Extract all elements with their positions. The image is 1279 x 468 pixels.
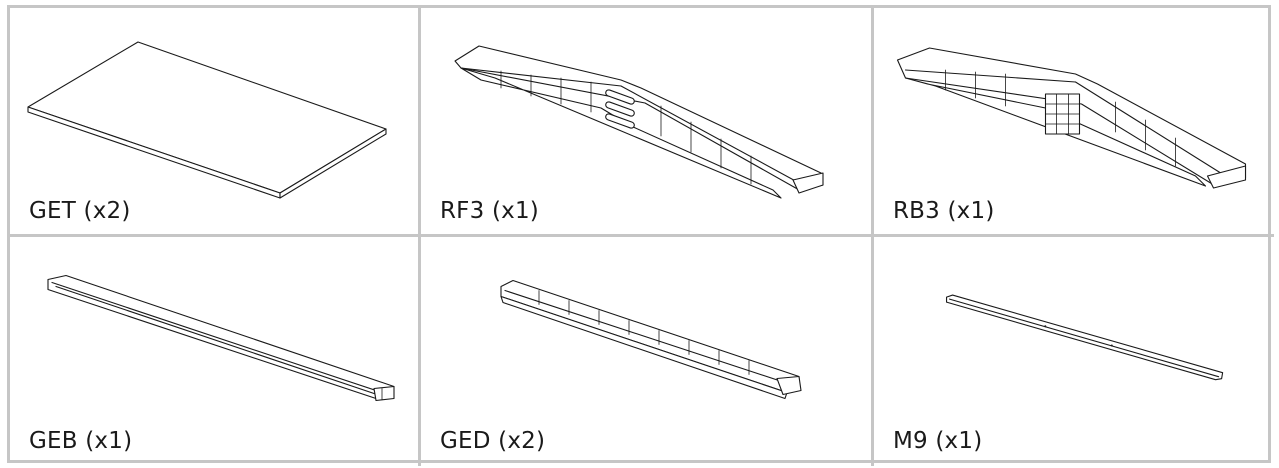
part-label: RF3 (x1) bbox=[440, 198, 539, 224]
part-label: GEB (x1) bbox=[29, 428, 133, 454]
part-cell-rb3: RB3 (x1) bbox=[874, 8, 1274, 237]
ladder-beam-icon bbox=[500, 279, 802, 400]
part-cell-ged: GED (x2) bbox=[421, 237, 874, 466]
part-label: GET (x2) bbox=[29, 198, 131, 224]
channel-bar-icon bbox=[47, 274, 395, 402]
part-cell-get: GET (x2) bbox=[10, 8, 421, 237]
back-rail-icon bbox=[896, 47, 1247, 189]
part-label: M9 (x1) bbox=[893, 428, 983, 454]
panel-board-icon bbox=[27, 41, 387, 199]
part-cell-m9: M9 (x1) bbox=[874, 237, 1274, 466]
part-cell-geb: GEB (x1) bbox=[10, 237, 421, 466]
thin-rod-icon bbox=[945, 294, 1224, 381]
part-label: RB3 (x1) bbox=[893, 198, 995, 224]
part-label: GED (x2) bbox=[440, 428, 546, 454]
front-rail-icon bbox=[454, 45, 824, 199]
parts-grid: GET (x2) RF3 (x1) bbox=[7, 5, 1274, 466]
part-cell-rf3: RF3 (x1) bbox=[421, 8, 874, 237]
